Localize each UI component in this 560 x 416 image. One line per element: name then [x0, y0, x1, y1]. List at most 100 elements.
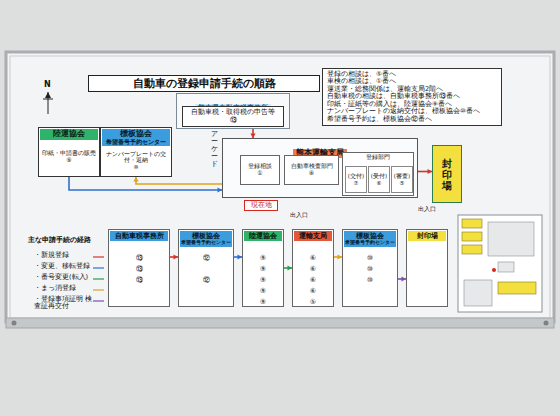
node-text: 現在地 [245, 202, 277, 209]
seal-station: 封印場 [432, 145, 462, 203]
node-text: ⑤ [293, 298, 333, 306]
map-building [462, 219, 482, 228]
node-text: ⑩ [343, 276, 397, 284]
map-building [464, 280, 492, 306]
node-text: 自動車税・取得税の申告等 [184, 109, 282, 116]
node-text: ① [242, 170, 278, 177]
node-text: ⑥ [293, 254, 333, 262]
counter-box: 自動車検査部門⑧ [284, 155, 339, 185]
node-heading: 自動車税事務所 [110, 232, 168, 240]
connector-line [136, 177, 222, 184]
node-heading: 運輸支局 [294, 232, 332, 240]
node-text: ⑩ [343, 265, 397, 273]
node-text: 封印場 [442, 158, 452, 191]
node-text: ⑥ [370, 180, 388, 186]
list-item: ・登録事項証明 検査証再交付 [34, 296, 94, 311]
node-text: ⑥ [293, 276, 333, 284]
header-band: 標板協会希望番号予約センター [102, 129, 170, 146]
node-text: 運送業・総務関係は、運輸支局2階へ [327, 86, 497, 93]
header-band: 標板協会希望番号予約センター [344, 231, 396, 247]
counter-box: 登録相談① [240, 155, 280, 185]
node-text: ⑫ [179, 276, 233, 284]
node-text: 自動車税の相談は、自動車税事務所⑬番へ [327, 93, 497, 100]
node-text: ナンバープレートの返納交付は、標板協会⑩番へ [327, 108, 497, 115]
node-text: ⑫ [179, 254, 233, 262]
node-text: ⑨ [243, 287, 283, 295]
header-band: 標板協会希望番号予約センター [180, 231, 232, 247]
node-text: ⑨ [243, 298, 283, 306]
node-text: ⑤ [393, 180, 411, 186]
list-item: ・番号変更(転入) [34, 274, 106, 281]
connector [398, 276, 406, 281]
node-body: (審査)⑤ [393, 168, 411, 191]
node-body: (交付)⑦ [347, 168, 365, 191]
node-text: 登録の相談は、⑤番へ [327, 71, 497, 78]
node-heading: 希望番号予約センター [180, 240, 232, 246]
node-body: 自動車税・取得税の申告等⑬ [184, 108, 282, 125]
node-heading: 希望番号予約センター [344, 240, 396, 246]
board-frame [6, 52, 554, 322]
node-text: (審査) [393, 173, 411, 179]
map-building [498, 282, 536, 294]
route-column: 運輸支局⑥⑥⑥⑥⑤ [292, 229, 334, 307]
leader-line [93, 256, 104, 257]
node-heading: 登録部門 [344, 154, 412, 161]
node-body: 自動車検査部門⑧ [286, 157, 337, 183]
node-body: ナンバープレートの交付・返納⑩ [102, 146, 170, 175]
node-text: ナンバープレートの交付・返納 [102, 151, 170, 164]
compass-arrow [45, 92, 51, 98]
node-text: 印紙・申請書の販売 [40, 150, 98, 157]
list-arrows [93, 257, 104, 301]
bureau-area: 熊本運輸支局登録相談①自動車検査部門⑧登録部門(交付)⑦(受付)⑥(審査)⑤ [222, 138, 418, 198]
bolt [12, 321, 17, 326]
office-area: 熊本県自動車税事務所自動車税・取得税の申告等⑬ [176, 93, 290, 129]
node-heading: 希望番号予約センター [102, 139, 170, 145]
node-body [408, 241, 446, 305]
header-band: 登録部門 [344, 154, 412, 161]
map-building [488, 222, 534, 256]
route-column: 陸運協会⑨⑨⑨⑨⑨ [242, 229, 284, 307]
counter-area: 登録部門(交付)⑦(受付)⑥(審査)⑤ [342, 152, 414, 196]
node-text: 登録相談 [242, 163, 278, 170]
node-body: 登録の相談は、⑤番へ車検の相談は、①番へ運送業・総務関係は、運輸支局2階へ自動車… [327, 71, 497, 123]
node-text: ⑩ [102, 164, 170, 170]
connector [133, 177, 222, 184]
entrance-label: 出入口 [418, 206, 448, 213]
node-body: ⑩ ⑩ ⑩ [344, 247, 396, 305]
site-map [458, 215, 542, 312]
node-text: 車検の相談は、①番へ [327, 78, 497, 85]
diagram-title: 自動車の登録申請手続の順路 [88, 75, 320, 92]
route-column: 封印場 [406, 229, 448, 307]
connector [170, 254, 178, 259]
connector [284, 265, 292, 270]
compass-label: N [44, 80, 56, 89]
connector-line [69, 177, 222, 190]
area-label: アーケード [211, 131, 218, 168]
header-band: 運輸支局 [294, 231, 332, 241]
node-heading: 封印場 [408, 232, 446, 240]
map-building [462, 245, 482, 254]
counter-box: (審査)⑤ [391, 166, 413, 193]
list-item: ・変更、移転登録 [34, 263, 106, 270]
node-text: (交付) [347, 173, 365, 179]
node-heading: 陸運協会 [244, 232, 282, 240]
node-body: 現在地 [245, 201, 277, 210]
node-body: 封印場 [434, 147, 460, 201]
list-heading: 主な申請手続の経路 [28, 236, 108, 244]
entrance-label: 出入口 [290, 212, 320, 219]
leader-line [93, 289, 104, 290]
map-current-location [492, 268, 496, 272]
node-heading: 陸運協会 [40, 130, 98, 139]
counter-box: (交付)⑦ [345, 166, 367, 193]
node-text: 印紙・証紙等の購入は、陸運協会⑨番へ [327, 101, 497, 108]
node-text: ⑩ [343, 254, 397, 262]
route-column: 標板協会希望番号予約センター ⑩ ⑩ ⑩ [342, 229, 398, 307]
header-band: 自動車税事務所 [110, 231, 168, 241]
header-band: 陸運協会 [244, 231, 282, 241]
node-text: 自動車検査部門 [286, 163, 337, 170]
node-text: ⑥ [293, 265, 333, 273]
node-body: ⑨⑨⑨⑨⑨ [244, 241, 282, 305]
